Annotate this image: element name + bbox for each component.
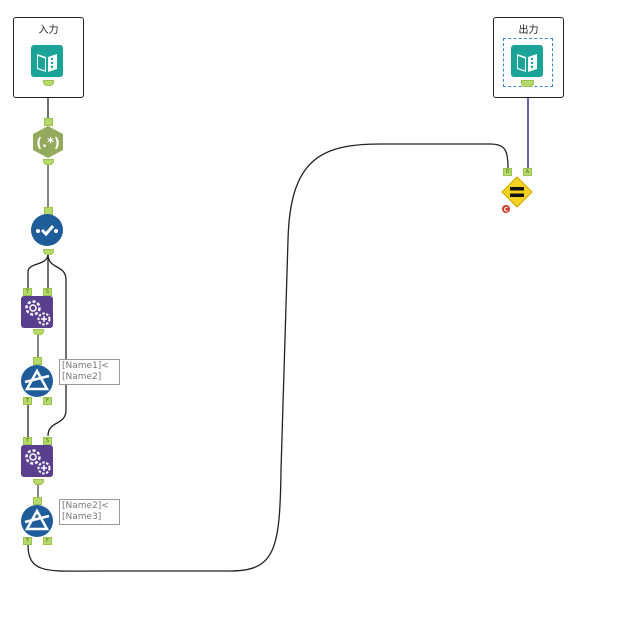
filter-tool-1[interactable] — [21, 365, 53, 397]
append2-source-anchor[interactable]: S — [43, 437, 52, 445]
input-container-title: 入力 — [38, 25, 59, 36]
input-data-tool[interactable] — [31, 45, 63, 77]
filter1-input-anchor[interactable] — [33, 357, 42, 365]
regex-output-anchor[interactable] — [43, 159, 54, 165]
regex-input-anchor[interactable] — [44, 118, 53, 126]
output-container-title: 出力 — [518, 25, 539, 36]
input-output-anchor[interactable] — [43, 80, 54, 86]
append2-output-anchor[interactable] — [33, 479, 44, 485]
append-fields-tool-1[interactable] — [21, 296, 53, 328]
connection-filter2-to-test[interactable] — [27, 143, 509, 572]
filter1-annotation: [Name1]< [Name2] — [59, 359, 120, 385]
connection-select-to-append2-source[interactable] — [47, 253, 67, 437]
connection-select-to-append1-target[interactable] — [27, 253, 49, 290]
filter-icon — [21, 505, 53, 537]
book-icon — [31, 45, 63, 77]
filter1-annotation-line1: [Name1]< — [62, 361, 109, 371]
select-output-anchor[interactable] — [43, 249, 54, 255]
select-tool[interactable] — [31, 214, 63, 246]
filter2-false-anchor[interactable]: F — [43, 537, 52, 545]
output-data-tool[interactable] — [511, 45, 543, 77]
gears-icon — [21, 296, 53, 328]
equals-icon — [501, 176, 533, 208]
filter2-true-anchor[interactable]: T — [23, 537, 32, 545]
output-output-anchor[interactable] — [521, 80, 534, 87]
filter1-annotation-line2: [Name2] — [62, 372, 102, 382]
gears-icon — [21, 445, 53, 477]
error-badge-label: C — [504, 206, 509, 213]
error-badge-icon: C — [502, 198, 510, 213]
filter1-true-anchor[interactable]: T — [23, 397, 32, 405]
book-icon — [511, 45, 543, 77]
filter2-input-anchor[interactable] — [33, 497, 42, 505]
append-fields-tool-2[interactable] — [21, 445, 53, 477]
checkmark-icon — [31, 214, 63, 246]
regex-tool[interactable]: (.*) — [31, 126, 65, 158]
append1-source-anchor[interactable]: S — [43, 288, 52, 296]
regex-icon: (.*) — [33, 126, 63, 158]
filter2-annotation-line1: [Name2]< — [62, 501, 109, 511]
filter2-annotation: [Name2]< [Name3] — [59, 499, 120, 525]
test-input-d-anchor[interactable]: D — [503, 168, 512, 176]
append1-target-anchor[interactable]: T — [23, 288, 32, 296]
svg-text:(.*): (.*) — [36, 136, 60, 151]
test-tool[interactable] — [500, 176, 534, 208]
test-input-a-anchor[interactable]: A — [523, 168, 532, 176]
filter1-false-anchor[interactable]: F — [43, 397, 52, 405]
filter-icon — [21, 365, 53, 397]
append1-output-anchor[interactable] — [33, 329, 44, 335]
filter-tool-2[interactable] — [21, 505, 53, 537]
append2-target-anchor[interactable]: T — [23, 437, 32, 445]
filter2-annotation-line2: [Name3] — [62, 512, 102, 522]
